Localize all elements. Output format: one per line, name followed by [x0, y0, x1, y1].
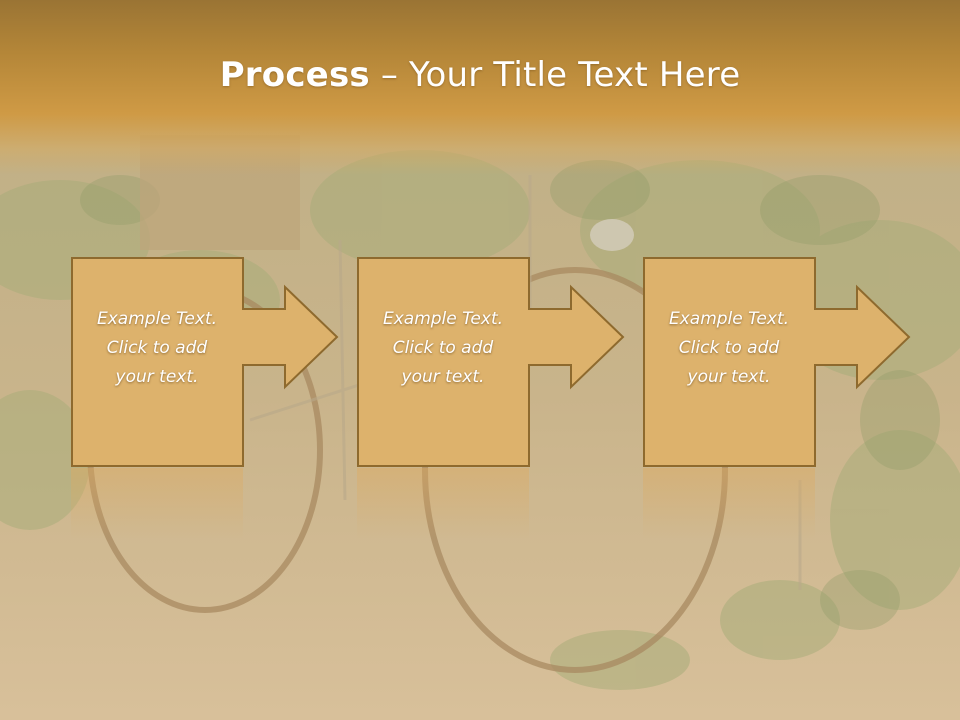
- title-bold-word: Process: [219, 55, 370, 95]
- title-rest: – Your Title Text Here: [369, 55, 741, 95]
- step-3-reflection: [643, 468, 815, 538]
- process-step-2[interactable]: Example Text. Click to add your text.: [357, 257, 627, 467]
- title-band: [0, 0, 960, 175]
- step-1-box-arrow-shape: [71, 257, 339, 467]
- step-1-text[interactable]: Example Text. Click to add your text.: [96, 309, 218, 387]
- step-3-text[interactable]: Example Text. Click to add your text.: [668, 309, 790, 387]
- step-3-box-arrow-shape: [643, 257, 911, 467]
- step-2-reflection: [357, 468, 529, 538]
- step-2-text[interactable]: Example Text. Click to add your text.: [382, 309, 504, 387]
- process-step-3[interactable]: Example Text. Click to add your text.: [643, 257, 913, 467]
- step-2-box-arrow-shape: [357, 257, 625, 467]
- process-step-1[interactable]: Example Text. Click to add your text.: [71, 257, 341, 467]
- slide-title[interactable]: Process – Your Title Text Here: [0, 55, 960, 95]
- step-1-reflection: [71, 468, 243, 538]
